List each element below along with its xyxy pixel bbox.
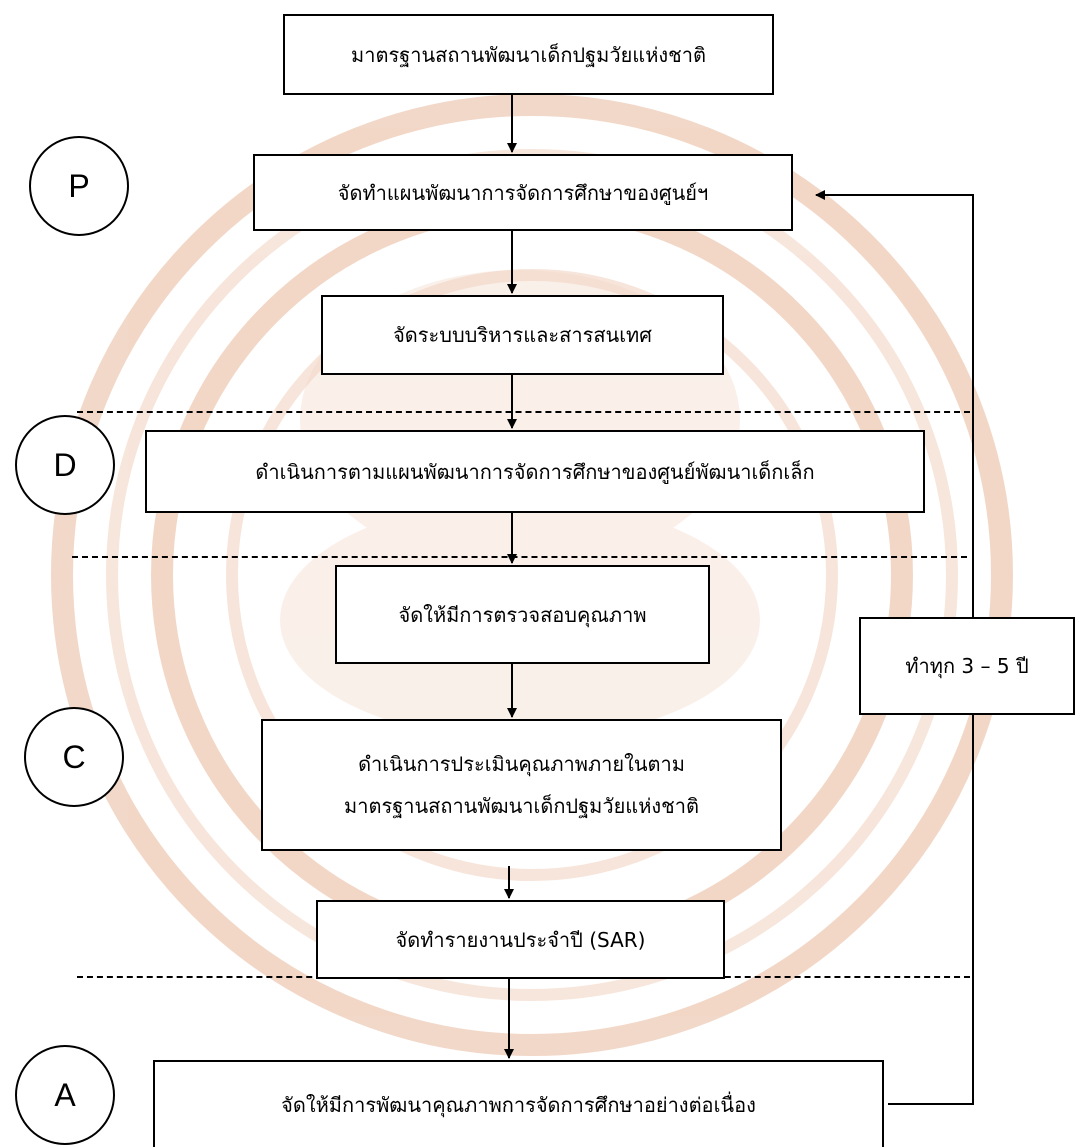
step-assess-box: ดำเนินการประเมินคุณภาพภายในตาม มาตรฐานสถ… [261,719,782,851]
step-report-text: จัดทำรายงานประจำปี (SAR) [395,927,646,952]
step-inspect-box: จัดให้มีการตรวจสอบคุณภาพ [335,565,710,664]
phase-circle-do: D [15,415,115,515]
step-assess-text-line2: มาตรฐานสถานพัฒนาเด็กปฐมวัยแห่งชาติ [344,794,699,818]
feedback-line-lower [888,715,974,1105]
step-plan-text: จัดทำแผนพัฒนาการจัดการศึกษาของศูนย์ฯ [337,180,709,205]
step-plan-box: จัดทำแผนพัฒนาการจัดการศึกษาของศูนย์ฯ [253,154,793,231]
step-system-text: จัดระบบบริหารและสารสนเทศ [393,323,652,347]
phase-label-plan: P [68,167,90,204]
phase-label-check: C [62,738,86,775]
step-implement-text: ดำเนินการตามแผนพัฒนาการจัดการศึกษาของศูน… [255,459,815,484]
separator-do-check [72,556,967,558]
feedback-line-upper [816,194,974,617]
step-standards-box: มาตรฐานสถานพัฒนาเด็กปฐมวัยแห่งชาติ [283,14,774,95]
separator-plan-do [77,411,970,413]
step-standards-text: มาตรฐานสถานพัฒนาเด็กปฐมวัยแห่งชาติ [351,42,706,67]
step-inspect-text: จัดให้มีการตรวจสอบคุณภาพ [398,602,647,627]
step-implement-box: ดำเนินการตามแผนพัฒนาการจัดการศึกษาของศูน… [145,430,925,513]
phase-circle-act: A [15,1045,115,1145]
step-improve-box: จัดให้มีการพัฒนาคุณภาพการจัดการศึกษาอย่า… [153,1060,884,1147]
step-improve-text: จัดให้มีการพัฒนาคุณภาพการจัดการศึกษาอย่า… [281,1092,756,1117]
phase-label-act: A [54,1076,76,1113]
phase-circle-plan: P [29,136,129,236]
cycle-frequency-text: ทำทุก 3 – 5 ปี [905,654,1029,678]
cycle-frequency-box: ทำทุก 3 – 5 ปี [859,617,1075,715]
step-report-box: จัดทำรายงานประจำปี (SAR) [316,900,725,979]
step-system-box: จัดระบบบริหารและสารสนเทศ [321,295,724,375]
phase-circle-check: C [24,707,124,807]
phase-label-do: D [53,446,77,483]
step-assess-text-line1: ดำเนินการประเมินคุณภาพภายในตาม [358,752,685,776]
